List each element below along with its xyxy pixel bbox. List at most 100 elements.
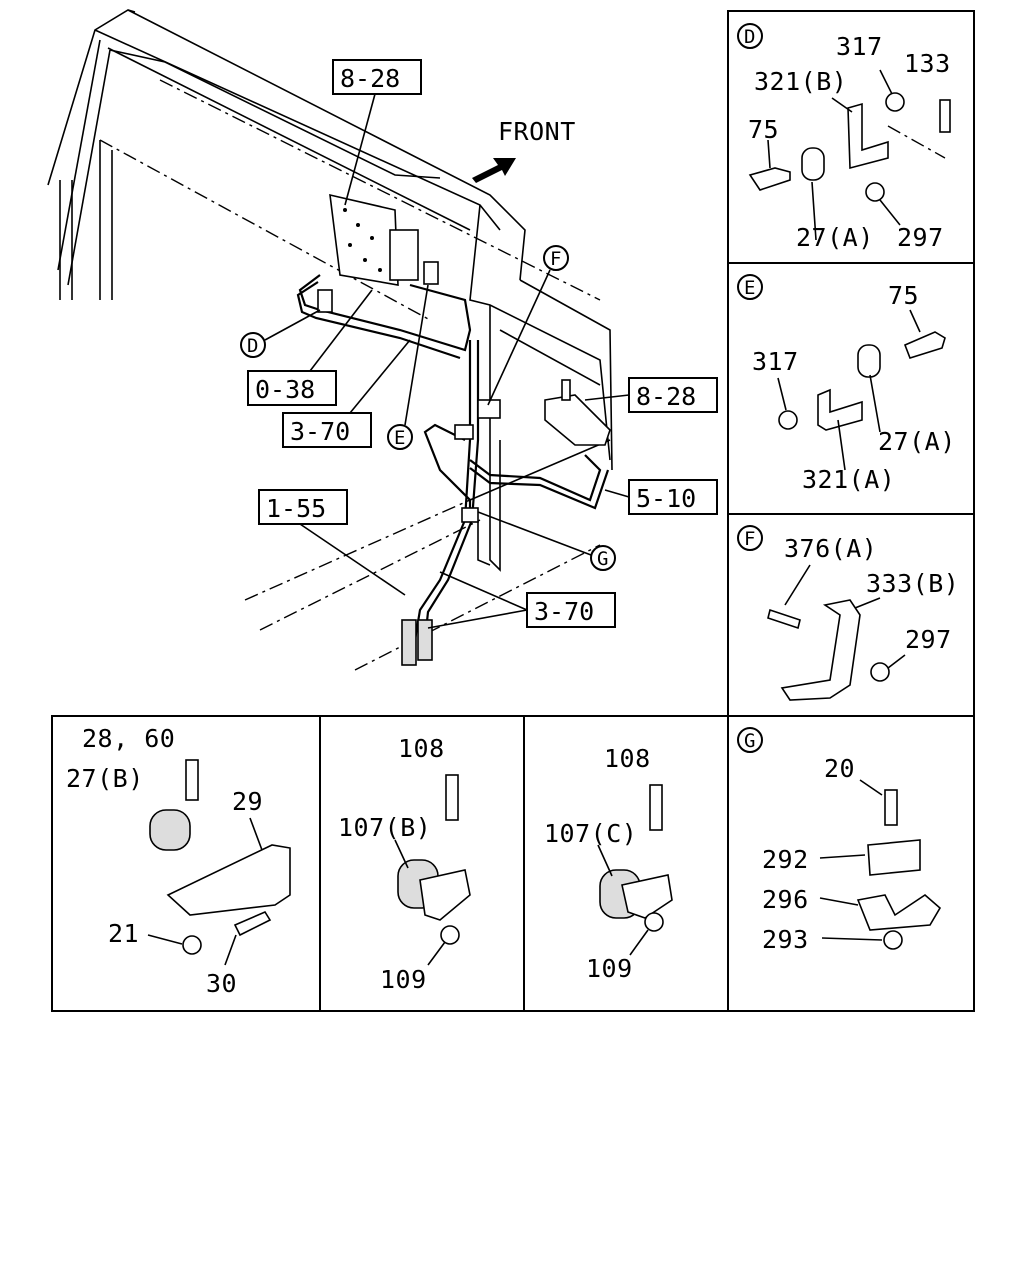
detail-bottom-2: 108 107(B) 109 <box>338 734 471 994</box>
bolt-20 <box>884 789 898 826</box>
part-label: 297 <box>905 625 952 654</box>
bolt-75 <box>903 331 946 359</box>
nut-21 <box>182 935 202 955</box>
part-label: 293 <box>762 925 809 954</box>
part-label: 297 <box>897 223 944 252</box>
ref-label: 3-70 <box>534 597 594 626</box>
front-label: FRONT <box>498 117 576 146</box>
valve-plate <box>329 193 399 286</box>
detail-f-tag <box>737 525 763 551</box>
nut-317 <box>885 92 905 112</box>
bolt-133 <box>939 99 951 133</box>
part-label: 27(A) <box>796 223 874 252</box>
ref-box <box>332 59 422 95</box>
detail-bottom-1: 28, 60 27(B) 29 21 30 <box>66 724 291 998</box>
part-label: 27(B) <box>66 764 144 793</box>
detail-g-tag <box>737 727 763 753</box>
callout-f-label: F <box>550 248 561 270</box>
detail-d-tag <box>737 23 763 49</box>
detail-g: G 20 292 296 293 <box>737 727 942 954</box>
part-label: 21 <box>108 919 139 948</box>
clip-27a <box>857 344 881 378</box>
part-label: 321(B) <box>754 67 847 96</box>
brake-pipe-right <box>469 454 602 502</box>
bracket-29 <box>166 844 291 916</box>
part-label: 107(C) <box>544 819 637 848</box>
bracket-296 <box>856 893 942 931</box>
part-label: 27(A) <box>878 427 956 456</box>
callout-g-label: G <box>597 548 608 570</box>
part-label: 109 <box>586 954 633 983</box>
part-label: 109 <box>380 965 427 994</box>
ref-label: 8-28 <box>636 382 696 411</box>
clip-d <box>317 289 333 313</box>
bolt-108 <box>649 784 663 831</box>
detail-e: E 75 317 27(A) 321(A) <box>737 274 956 494</box>
detail-e-tag-label: E <box>744 277 755 299</box>
nut-109 <box>644 912 664 932</box>
callout-e-label: E <box>394 427 405 449</box>
part-label: 321(A) <box>802 465 895 494</box>
part-label: 133 <box>904 49 951 78</box>
main-drawing: FRONT 8-28 0-38 3-70 8-28 5-10 1-55 3-70… <box>47 9 718 671</box>
clip-g <box>461 507 479 523</box>
part-label: 333(B) <box>866 569 959 598</box>
ref-box <box>247 370 337 406</box>
ref-label: 0-38 <box>255 375 315 404</box>
brake-pipe-vertical <box>413 340 472 641</box>
bolt-75 <box>748 167 791 191</box>
ref-label: 5-10 <box>636 484 696 513</box>
bracket-321a <box>817 388 863 431</box>
detail-f-tag-label: F <box>744 528 755 550</box>
proportioning-valve <box>544 394 611 446</box>
callout-f <box>543 245 569 271</box>
clip-bracket <box>621 874 673 919</box>
part-label: 30 <box>206 969 237 998</box>
valve-block <box>389 229 419 281</box>
part-label: 376(A) <box>784 534 877 563</box>
clip-27a <box>801 147 825 181</box>
detail-panel-3 <box>523 715 729 1012</box>
ref-box <box>258 489 348 525</box>
part-label: 29 <box>232 787 263 816</box>
bolt-108 <box>445 774 459 821</box>
bracket-321b <box>847 102 889 170</box>
nut-297 <box>870 662 890 682</box>
callout-g <box>590 545 616 571</box>
nut-293 <box>883 930 903 950</box>
clip-e <box>423 261 439 285</box>
part-label: 108 <box>604 744 651 773</box>
nut-109 <box>440 925 460 945</box>
clamp-292 <box>867 839 921 876</box>
part-label: 317 <box>752 347 799 376</box>
brake-pipe-upper <box>298 274 472 352</box>
detail-bottom-3: 108 107(C) 109 <box>544 744 673 983</box>
part-label: 108 <box>398 734 445 763</box>
detail-e-tag <box>737 274 763 300</box>
ref-label: 1-55 <box>266 494 326 523</box>
bolt-376a <box>767 608 801 630</box>
front-arrow-icon <box>472 158 516 183</box>
part-label: 20 <box>824 754 855 783</box>
part-label: 296 <box>762 885 809 914</box>
detail-d: D 317 133 321(B) 75 27(A) 297 <box>737 23 951 252</box>
detail-g-tag-label: G <box>744 730 755 752</box>
hose-end-left <box>401 619 417 666</box>
part-label: 28, 60 <box>82 724 175 753</box>
part-label: 292 <box>762 845 809 874</box>
callout-d-label: D <box>247 335 258 357</box>
callout-d <box>240 332 266 358</box>
clip-f <box>477 399 501 419</box>
callout-e <box>387 424 413 450</box>
part-label: 317 <box>836 32 883 61</box>
detail-d-tag-label: D <box>744 26 755 48</box>
nut-317 <box>778 410 798 430</box>
nut-297 <box>865 182 885 202</box>
detail-f: F 376(A) 333(B) 297 <box>737 525 959 701</box>
part-label: 75 <box>748 115 779 144</box>
bolt-28 <box>185 759 199 801</box>
part-label: 75 <box>888 281 919 310</box>
ref-label: 3-70 <box>290 417 350 446</box>
clip-bracket <box>419 869 471 921</box>
